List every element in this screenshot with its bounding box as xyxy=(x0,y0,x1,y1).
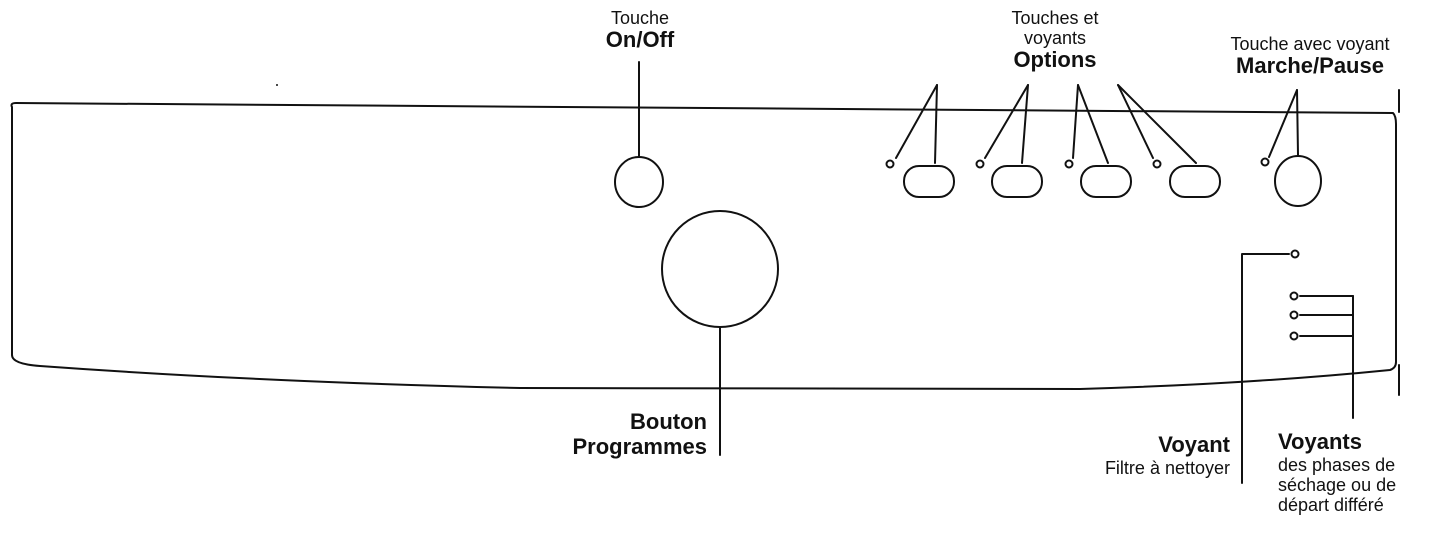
options-leader-line xyxy=(1077,84,1109,164)
option-4-led xyxy=(1152,159,1162,169)
panel-outline xyxy=(10,102,1397,390)
options-leader-line xyxy=(984,84,1029,159)
options-leader-line xyxy=(895,84,938,159)
marche-leader-b xyxy=(1296,89,1299,156)
phase-led-3 xyxy=(1289,331,1299,341)
options-label: Touches et voyants Options xyxy=(1011,8,1099,73)
options-leader-line xyxy=(1021,84,1029,164)
option-4-button[interactable] xyxy=(1169,165,1221,198)
option-2-button[interactable] xyxy=(991,165,1043,198)
phases-leader xyxy=(1299,295,1354,419)
option-3-led xyxy=(1064,159,1074,169)
voyants-phases-label: Voyants des phases de séchage ou de dépa… xyxy=(1278,429,1397,515)
option-1-button[interactable] xyxy=(903,165,955,198)
options-leader-line xyxy=(1117,84,1154,159)
programmes-label: Bouton Programmes xyxy=(572,409,707,459)
options-leader-line xyxy=(1117,84,1197,164)
voyant-filtre-label: Voyant Filtre à nettoyer xyxy=(1104,432,1230,478)
marche-pause-led xyxy=(1260,157,1270,167)
options-leader-line xyxy=(1072,84,1079,159)
options-leader-line xyxy=(934,84,938,164)
option-3-button[interactable] xyxy=(1080,165,1132,198)
phase-led-2 xyxy=(1289,310,1299,320)
marche-leader-a xyxy=(1268,89,1298,158)
filtre-leader xyxy=(1241,253,1290,484)
filtre-led xyxy=(1290,249,1300,259)
options-leaders xyxy=(895,84,1197,164)
option-2-led xyxy=(975,159,985,169)
phase-led-1 xyxy=(1289,291,1299,301)
marche-pause-label: Touche avec voyant Marche/Pause xyxy=(1230,34,1390,79)
option-1-led xyxy=(885,159,895,169)
onoff-label: Touche On/Off xyxy=(605,8,675,53)
